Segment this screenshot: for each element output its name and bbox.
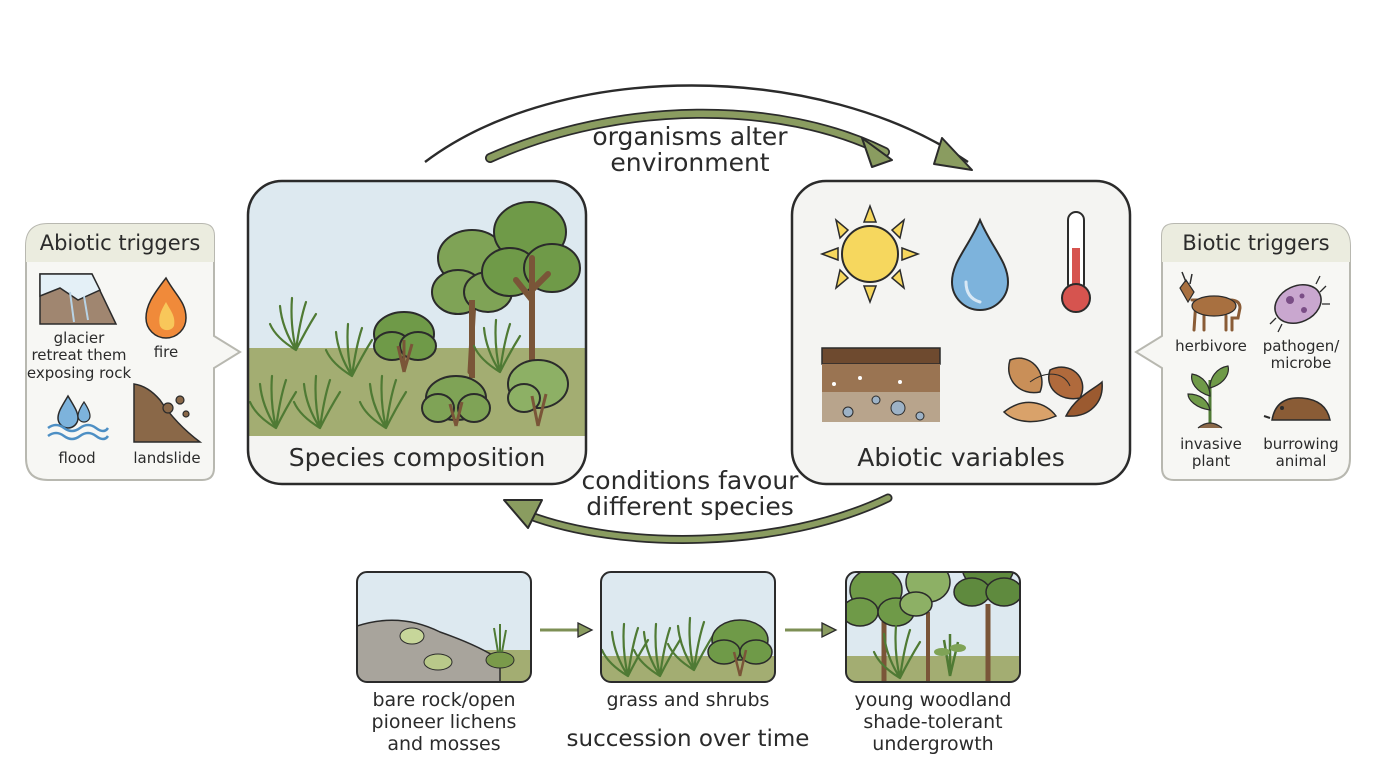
succession-arrow bbox=[540, 621, 594, 639]
flood-icon bbox=[47, 394, 110, 441]
shrub-illustration bbox=[373, 311, 437, 373]
succession-stage-1 bbox=[356, 571, 532, 683]
cycle-arrow-bottom bbox=[503, 493, 893, 544]
water-drop-icon bbox=[950, 217, 1010, 311]
trigger-label-pathogen: pathogen/microbe bbox=[1262, 337, 1340, 373]
abiotic-panel-title: Abiotic variables bbox=[857, 443, 1065, 472]
abiotic-variables-panel bbox=[790, 179, 1132, 486]
trigger-label-flood: flood bbox=[58, 449, 96, 467]
soil-layers-icon bbox=[821, 347, 941, 422]
leaf-litter-icon bbox=[1002, 357, 1103, 423]
abiotic-triggers-title: Abiotic triggers bbox=[39, 231, 201, 255]
mole-icon bbox=[1263, 397, 1331, 421]
abiotic-triggers-card bbox=[25, 223, 242, 481]
succession-caption: succession over time bbox=[566, 726, 810, 752]
trigger-label-landslide: landslide bbox=[133, 449, 201, 467]
species-panel-title: Species composition bbox=[288, 443, 546, 472]
biotic-triggers-card bbox=[1134, 223, 1351, 481]
goat-icon bbox=[1179, 271, 1242, 332]
shrub-illustration bbox=[507, 359, 569, 427]
landslide-icon bbox=[133, 383, 203, 443]
tree-illustration bbox=[481, 201, 581, 375]
succession-arrow bbox=[785, 621, 838, 639]
thermometer-icon bbox=[1061, 211, 1091, 313]
glacier-icon bbox=[39, 273, 118, 325]
biotic-triggers-title: Biotic triggers bbox=[1182, 231, 1330, 255]
sun-icon bbox=[819, 203, 921, 305]
trigger-label-herbivore: herbivore bbox=[1175, 337, 1247, 355]
shrub-illustration bbox=[421, 375, 491, 427]
succession-stage-3 bbox=[845, 571, 1021, 683]
fire-icon bbox=[145, 276, 187, 339]
species-composition-panel bbox=[246, 179, 588, 486]
trigger-label-fire: fire bbox=[153, 343, 179, 361]
seedling-icon bbox=[1187, 365, 1229, 429]
succession-stage-label-2: grass and shrubs bbox=[606, 689, 770, 711]
microbe-icon bbox=[1269, 275, 1330, 333]
succession-stage-2 bbox=[600, 571, 776, 683]
cycle-arrow-top bbox=[424, 84, 973, 171]
